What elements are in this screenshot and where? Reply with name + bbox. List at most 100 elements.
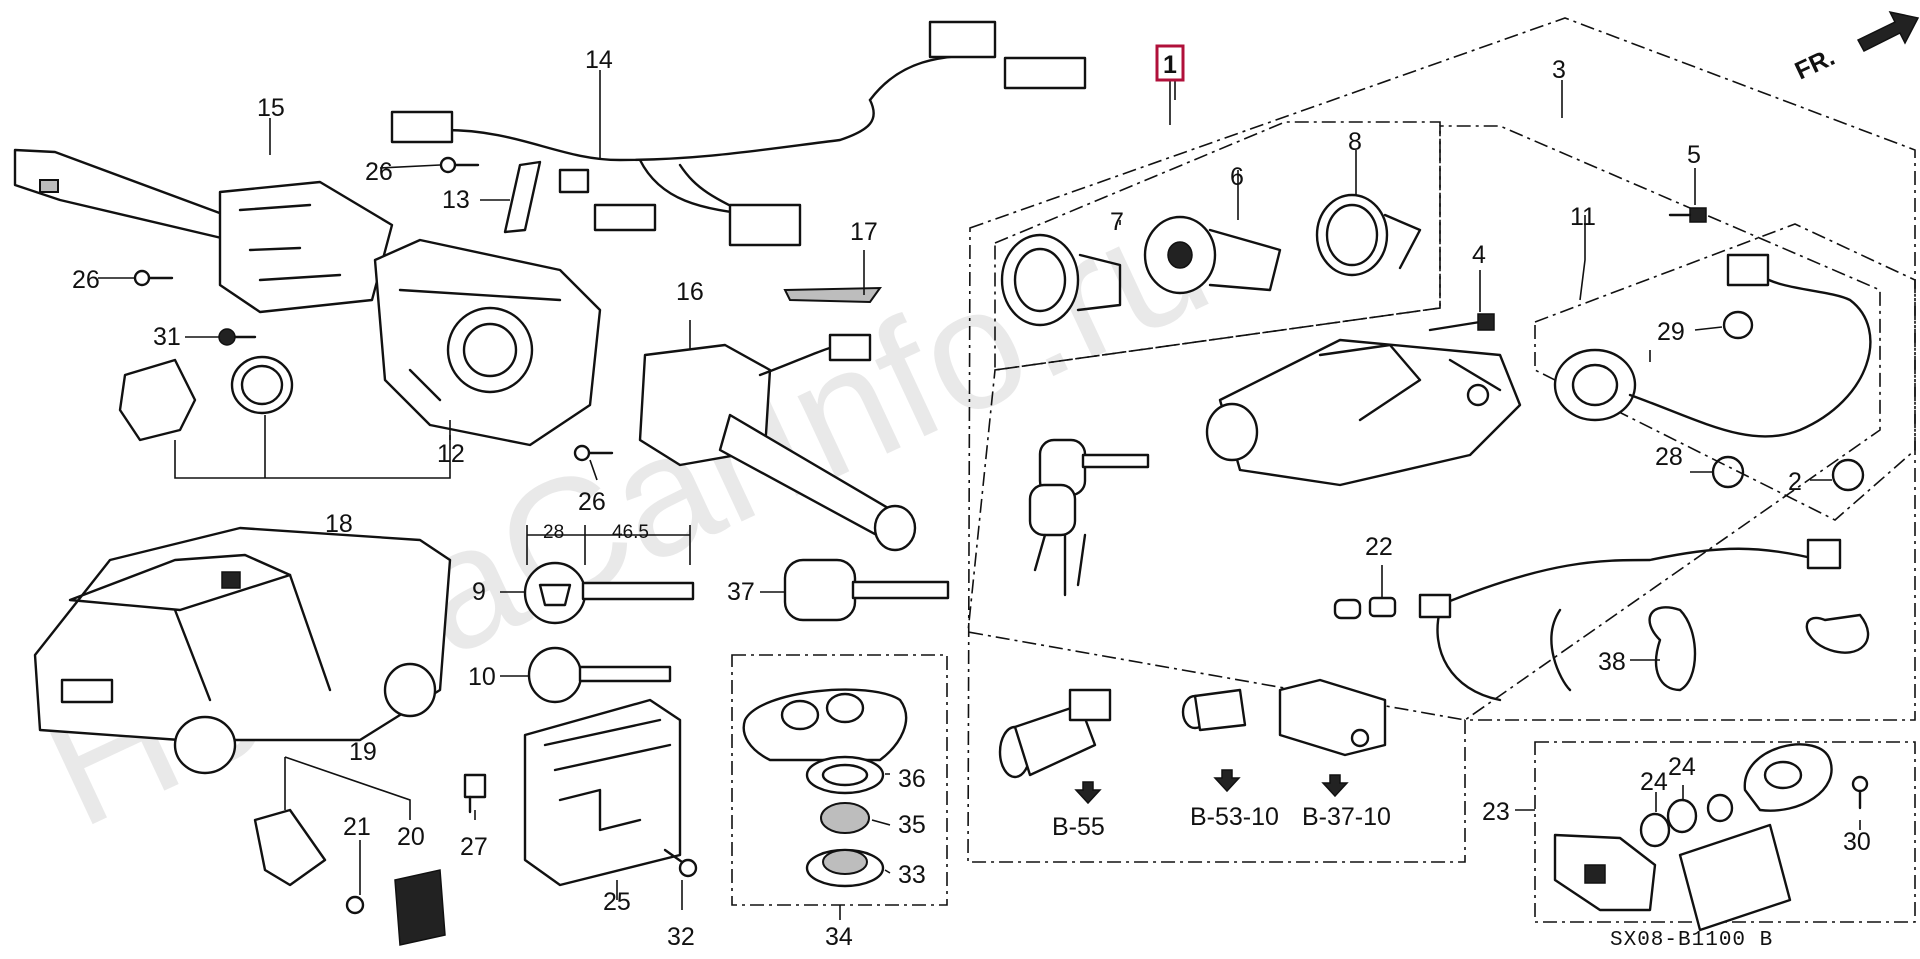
diagram-code: SX08-B1100 B	[1610, 929, 1773, 952]
callout-35[interactable]: 35	[898, 811, 926, 839]
callout-5[interactable]: 5	[1687, 141, 1701, 169]
callout-33[interactable]: 33	[898, 861, 926, 889]
callout-20[interactable]: 20	[397, 823, 425, 851]
callout-26-a[interactable]: 26	[72, 266, 100, 294]
part-3-steering-lock	[1205, 338, 1522, 487]
part-19-sensor	[253, 756, 411, 887]
part-26-screw-c	[573, 444, 614, 462]
part-hatch-lock	[1278, 678, 1387, 757]
callout-14[interactable]: 14	[585, 46, 613, 74]
front-direction-arrow: FR.	[1791, 10, 1920, 85]
part-17-pad	[783, 286, 882, 304]
callout-4[interactable]: 4	[1472, 241, 1486, 269]
callout-13[interactable]: 13	[442, 186, 470, 214]
part-7-ring	[1000, 233, 1122, 327]
callout-36[interactable]: 36	[898, 765, 926, 793]
reference-b-37-10[interactable]: B-37-10	[1302, 803, 1391, 831]
callout-1-highlight-box	[1155, 44, 1185, 82]
callout-24-a[interactable]: 24	[1640, 768, 1668, 796]
callout-3[interactable]: 3	[1552, 56, 1566, 84]
callout-26-c[interactable]: 26	[578, 488, 606, 516]
leader-lines	[98, 70, 1861, 910]
callout-31[interactable]: 31	[153, 323, 181, 351]
part-14-wire-harness	[390, 20, 1087, 247]
part-32-screw	[663, 848, 698, 878]
callout-17[interactable]: 17	[850, 218, 878, 246]
callout-12[interactable]: 12	[437, 440, 465, 468]
part-27-clip	[463, 773, 487, 814]
callout-26-b[interactable]: 26	[365, 158, 393, 186]
part-18-cancel-sleeve	[118, 355, 451, 479]
part-33-cover	[805, 848, 885, 888]
front-direction-label: FR.	[1791, 43, 1839, 85]
key-dimensions: 28 46.5	[543, 522, 649, 543]
callout-16[interactable]: 16	[676, 278, 704, 306]
part-26-screw-a	[133, 269, 174, 287]
callout-19[interactable]: 19	[349, 738, 377, 766]
callout-27[interactable]: 27	[460, 833, 488, 861]
callout-6[interactable]: 6	[1230, 163, 1244, 191]
reference-arrows	[1074, 769, 1349, 805]
part-trunk-lock-cylinder	[1181, 688, 1247, 732]
part-34-remote-case	[742, 688, 908, 762]
callout-34[interactable]: 34	[825, 923, 853, 951]
callout-32[interactable]: 32	[667, 923, 695, 951]
part-24-battery-a	[1639, 812, 1671, 848]
callout-28[interactable]: 28	[1655, 443, 1683, 471]
part-12-cable-reel	[373, 238, 602, 447]
reference-b-53-10[interactable]: B-53-10	[1190, 803, 1279, 831]
part-38-ties	[1648, 606, 1870, 692]
reference-labels: B-55 B-53-10 B-37-10	[1052, 803, 1391, 841]
part-25-control-unit	[523, 698, 682, 887]
part-15-combination-switch	[13, 148, 394, 314]
part-4-bolt	[1428, 313, 1495, 332]
key-dimension-46-5: 46.5	[612, 522, 649, 543]
callout-1[interactable]: 1	[1163, 51, 1177, 79]
part-23-transmitter	[1553, 743, 1833, 932]
callout-2[interactable]: 2	[1788, 468, 1802, 496]
callout-15[interactable]: 15	[257, 94, 285, 122]
key-dimension-28: 28	[543, 522, 564, 543]
part-22-bulbs	[1333, 596, 1397, 620]
part-9-key	[523, 525, 695, 625]
part-30-screw	[1851, 775, 1869, 810]
part-door-lock-cylinder	[998, 688, 1112, 779]
part-26-screw-b	[439, 156, 480, 174]
lower-harness	[1418, 538, 1842, 702]
callout-22[interactable]: 22	[1365, 533, 1393, 561]
part-2-clamp	[1831, 458, 1865, 492]
part-6-cylinder	[1143, 215, 1282, 295]
callout-9[interactable]: 9	[472, 578, 486, 606]
part-13-bracket	[503, 160, 542, 234]
part-24-battery-b	[1666, 793, 1734, 834]
callout-11[interactable]: 11	[1570, 203, 1596, 231]
callout-8[interactable]: 8	[1348, 128, 1362, 156]
part-20-switch	[394, 869, 446, 946]
callout-24-b[interactable]: 24	[1668, 753, 1696, 781]
callout-18[interactable]: 18	[325, 510, 353, 538]
assembly-keys	[1028, 438, 1150, 597]
front-arrow-icon	[1856, 10, 1920, 52]
part-21-screw	[345, 895, 365, 915]
callout-10[interactable]: 10	[468, 663, 496, 691]
part-37-key	[783, 558, 950, 622]
part-28-clamp	[1711, 455, 1745, 489]
part-16-wiper-switch	[638, 333, 917, 552]
part-36-seal	[805, 755, 885, 795]
part-5-screw	[1668, 207, 1707, 223]
part-10-key	[527, 646, 672, 704]
callout-37[interactable]: 37	[727, 578, 755, 606]
part-11-ignition-switch	[1553, 253, 1872, 438]
callout-25[interactable]: 25	[603, 888, 631, 916]
callout-23[interactable]: 23	[1482, 798, 1510, 826]
callout-21[interactable]: 21	[343, 813, 371, 841]
part-8-bezel	[1315, 193, 1422, 277]
callout-29[interactable]: 29	[1657, 318, 1685, 346]
callout-38[interactable]: 38	[1598, 648, 1626, 676]
part-31-bolt	[218, 328, 257, 346]
callout-7[interactable]: 7	[1110, 208, 1124, 236]
part-35-button	[820, 802, 870, 834]
reference-b-55[interactable]: B-55	[1052, 813, 1105, 841]
callout-30[interactable]: 30	[1843, 828, 1871, 856]
